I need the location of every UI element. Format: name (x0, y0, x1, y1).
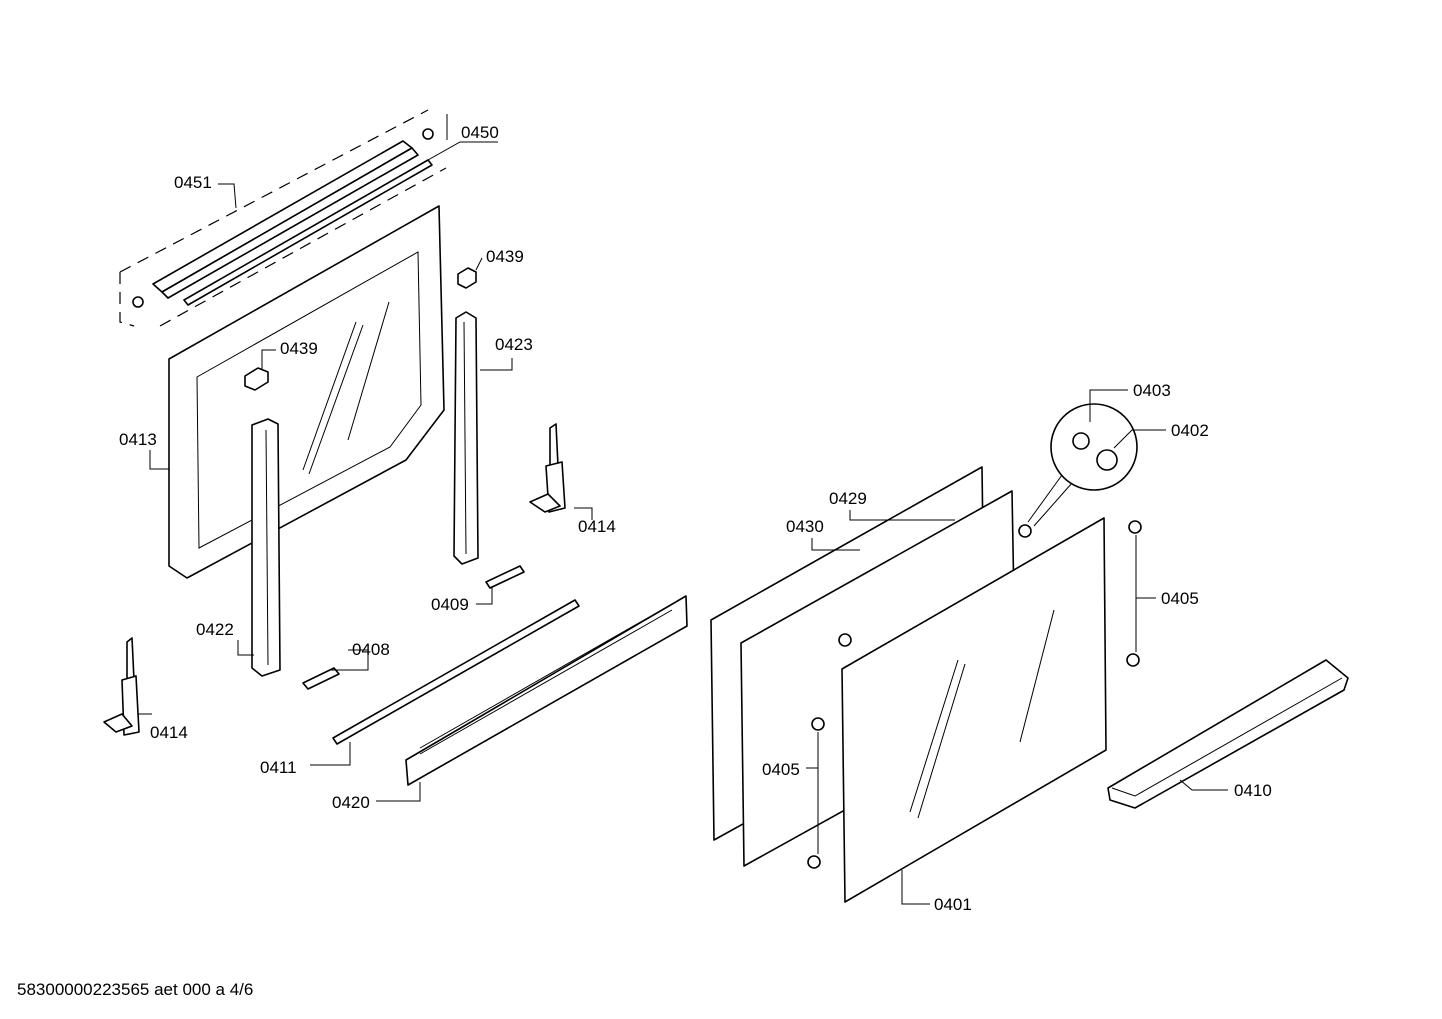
callout-0411: 0411 (260, 758, 297, 777)
callout-0429: 0429 (829, 489, 867, 508)
callout-0451: 0451 (174, 173, 212, 192)
part-clip-0439-left (244, 367, 269, 391)
part-clip-0439-right (457, 267, 477, 289)
callout-0439-left: 0439 (280, 339, 318, 358)
leader-lines (138, 141, 1228, 905)
callout-0408: 0408 (352, 640, 390, 659)
part-door-frame-0413 (168, 205, 445, 579)
part-seal-0411 (332, 599, 580, 745)
callout-0450: 0450 (461, 123, 499, 142)
callout-0423: 0423 (495, 335, 533, 354)
part-clip-0408 (302, 667, 340, 690)
document-code: 58300000223565 aet 000 a 4/6 (17, 980, 254, 999)
callout-0414-lower: 0414 (150, 723, 188, 742)
callout-0409: 0409 (431, 595, 469, 614)
callout-0405-right: 0405 (1161, 589, 1199, 608)
part-spacer-0405 (807, 520, 1142, 869)
callout-0413: 0413 (119, 430, 157, 449)
callout-labels: 0450 0451 0439 0439 0423 0413 0414 0414 … (119, 123, 1272, 914)
top-trim-assembly-frame (119, 109, 448, 327)
part-hinge-0414-upper (529, 423, 566, 513)
part-hinge-rail-0423 (453, 311, 479, 565)
callout-0414-upper: 0414 (578, 517, 616, 536)
callout-0422: 0422 (196, 620, 234, 639)
part-hinge-0414-lower (103, 637, 140, 736)
callout-0410: 0410 (1234, 781, 1272, 800)
part-hinge-rail-0422 (251, 418, 281, 677)
callout-0405-left: 0405 (762, 760, 800, 779)
part-clip-0409 (485, 565, 525, 589)
part-top-trim-0451 (152, 140, 419, 299)
callout-0401: 0401 (934, 895, 972, 914)
callout-0430: 0430 (786, 517, 824, 536)
detail-magnifier-0403-0402 (1027, 403, 1138, 527)
screw-icon (132, 128, 434, 308)
part-bottom-profile-0420 (405, 595, 688, 786)
callout-0402: 0402 (1171, 421, 1209, 440)
part-handle-0410 (1107, 659, 1349, 809)
callout-0403: 0403 (1133, 381, 1171, 400)
callout-0439-right: 0439 (486, 247, 524, 266)
part-strip-0450 (183, 159, 433, 306)
part-front-glass-0401 (841, 517, 1107, 903)
callout-0420: 0420 (332, 793, 370, 812)
